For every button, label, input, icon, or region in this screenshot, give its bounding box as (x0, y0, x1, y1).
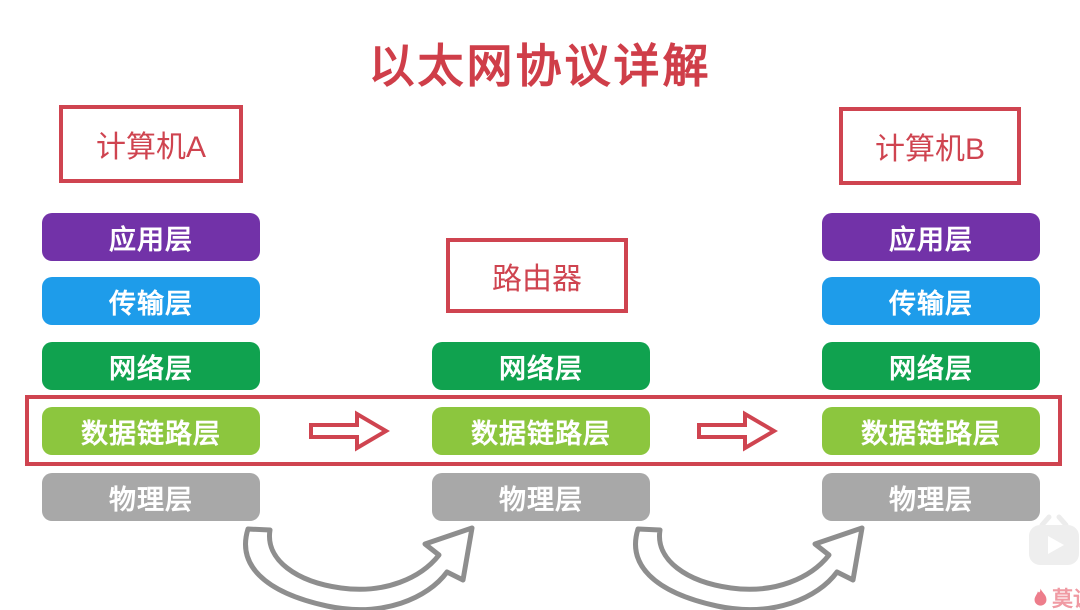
brand-watermark: 莫谈 (1032, 583, 1080, 610)
layer-a-physical: 物理层 (42, 473, 260, 521)
computer-b-box: 计算机B (839, 107, 1021, 185)
layer-router-datalink: 数据链路层 (432, 407, 650, 455)
layer-b-transport: 传输层 (822, 277, 1040, 325)
layer-router-physical: 物理层 (432, 473, 650, 521)
layer-router-network: 网络层 (432, 342, 650, 390)
layer-a-network: 网络层 (42, 342, 260, 390)
layer-b-network: 网络层 (822, 342, 1040, 390)
layer-a-transport: 传输层 (42, 277, 260, 325)
brand-text: 莫谈 (1052, 588, 1080, 610)
curved-up-arrow-icon (243, 525, 475, 610)
flame-icon (1034, 588, 1047, 606)
tv-play-icon (1029, 514, 1079, 565)
curved-up-arrow-icon (633, 525, 865, 610)
right-block-arrow-icon (697, 410, 778, 452)
layer-b-physical: 物理层 (822, 473, 1040, 521)
router-box: 路由器 (446, 238, 628, 313)
page-title: 以太网协议详解 (368, 40, 712, 92)
layer-a-application: 应用层 (42, 213, 260, 261)
layer-a-datalink: 数据链路层 (42, 407, 260, 455)
right-block-arrow-icon (309, 410, 390, 452)
layer-b-application: 应用层 (822, 213, 1040, 261)
layer-b-datalink: 数据链路层 (822, 407, 1040, 455)
datalink-highlight-rect (25, 395, 1062, 466)
computer-a-box: 计算机A (59, 105, 243, 183)
